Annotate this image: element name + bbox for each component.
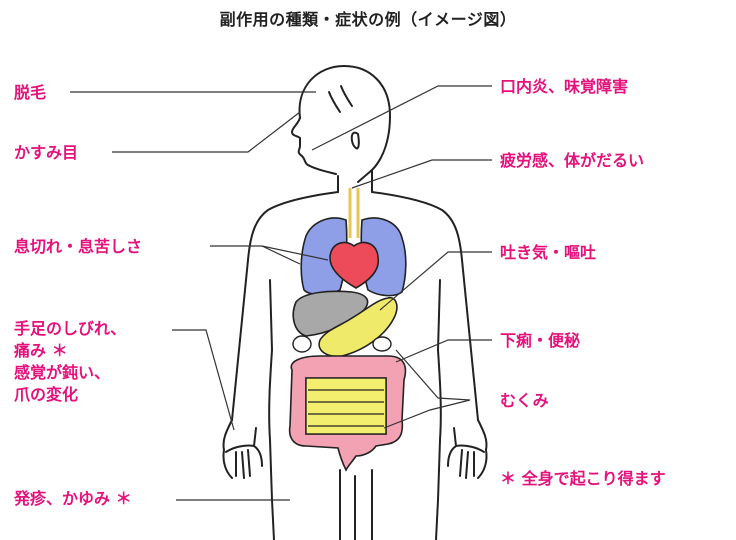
footnote: ＊ 全身で起こり得ます [500, 469, 666, 488]
label-line: 息切れ・息苦しさ [14, 237, 143, 256]
label-line: 口内炎、味覚障害 [500, 77, 629, 96]
label-line: 疲労感、体がだるい [500, 151, 645, 170]
label-hair-loss: 脱毛 [14, 82, 46, 104]
label-line: 下痢・便秘 [500, 331, 581, 350]
label-nausea: 吐き気・嘔吐 [500, 242, 596, 264]
diagram-title: 副作用の種類・症状の例（イメージ図） [219, 10, 517, 29]
label-line: 手足のしびれ、 [14, 319, 127, 338]
label-line: 痛み ＊ [14, 341, 68, 360]
leader-lines [70, 85, 492, 501]
label-mouth-sores: 口内炎、味覚障害 [500, 76, 628, 98]
label-line: むくみ [500, 391, 549, 410]
heart [329, 241, 380, 289]
label-line: かすみ目 [14, 143, 79, 162]
label-bowel: 下痢・便秘 [500, 330, 580, 352]
label-line: 感覚が鈍い、 [14, 363, 111, 382]
label-line: 爪の変化 [14, 385, 79, 404]
label-swelling: むくみ [500, 390, 549, 412]
label-numbness: 手足のしびれ、 痛み ＊ 感覚が鈍い、 爪の変化 [14, 318, 126, 406]
body-outline [222, 65, 488, 540]
label-fatigue: 疲労感、体がだるい [500, 150, 644, 172]
gallbladder [292, 335, 392, 353]
label-line: 吐き気・嘔吐 [500, 243, 597, 262]
label-blurred-vision: かすみ目 [14, 142, 78, 164]
trachea [348, 188, 360, 238]
label-rash: 発疹、かゆみ ＊ [14, 488, 132, 510]
stomach [318, 296, 398, 358]
label-line: 発疹、かゆみ ＊ [14, 489, 132, 508]
small-intestine [305, 377, 387, 435]
label-line: 脱毛 [14, 83, 47, 102]
label-shortness-of-breath: 息切れ・息苦しさ [14, 236, 142, 258]
